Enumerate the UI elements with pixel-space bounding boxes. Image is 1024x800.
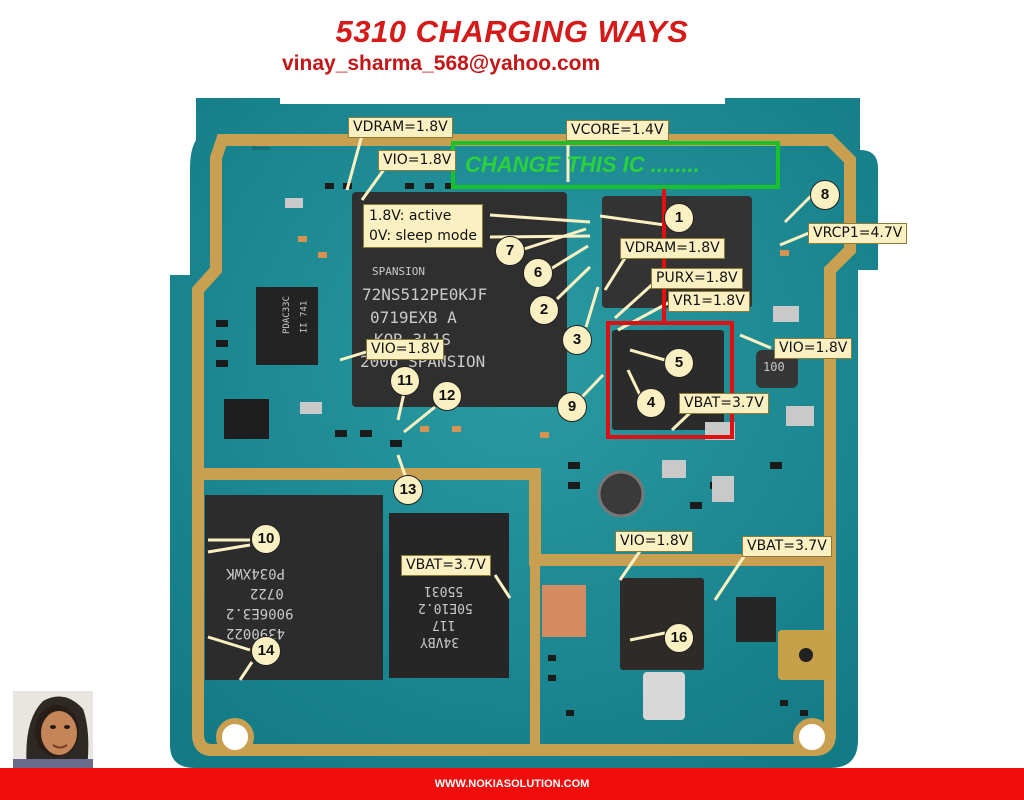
marker-13: 13 [393, 475, 423, 505]
inductor [597, 470, 645, 518]
flash-chip-line: 0719EXB A [370, 308, 457, 327]
small-chip-left [256, 287, 318, 365]
pmu-chip-text: 117 [432, 617, 456, 632]
label-active-sleep: 1.8V: active 0V: sleep mode [363, 204, 483, 248]
marker-10: 10 [251, 524, 281, 554]
connector [643, 672, 685, 720]
label-vio-left: VIO=1.8V [366, 339, 445, 360]
label-vio-bottom: VIO=1.8V [615, 531, 694, 552]
memory-chip-text: 0722 [250, 585, 284, 601]
label-vr1: VR1=1.8V [668, 291, 750, 312]
pmu-chip-text: 34VBY [420, 634, 460, 649]
marker-4: 4 [636, 388, 666, 418]
memory-chip-text: 9006E3.2 [226, 605, 294, 621]
label-vbat-right: VBAT=3.7V [679, 393, 769, 414]
small-chip-left-2 [224, 399, 269, 439]
flash-chip-line: 72NS512PE0KJF [362, 285, 488, 304]
marker-14: 14 [251, 636, 281, 666]
marker-2: 2 [529, 295, 559, 325]
pmu-chip-text: 55031 [424, 583, 464, 598]
mount-hole [216, 718, 254, 756]
marker-6: 6 [523, 258, 553, 288]
footer-bar: WWW.NOKIASOLUTION.COM [0, 768, 1024, 800]
label-vdram-mid: VDRAM=1.8V [620, 238, 725, 259]
label-vbat-bottom: VBAT=3.7V [742, 536, 832, 557]
inductor-right [756, 350, 798, 388]
marker-12: 12 [432, 381, 462, 411]
memory-chip [205, 495, 383, 680]
marker-3: 3 [562, 325, 592, 355]
change-ic-text: CHANGE THIS IC ........ [465, 152, 700, 177]
label-vdram-top: VDRAM=1.8V [348, 117, 453, 138]
marker-11: 11 [390, 366, 420, 396]
small-chip-br [736, 597, 776, 642]
footer-website: WWW.NOKIASOLUTION.COM [434, 778, 590, 790]
label-vio-right: VIO=1.8V [774, 338, 853, 359]
flash-chip-brand: SPANSION [372, 265, 425, 278]
memory-chip-text: P034XWK [226, 565, 286, 581]
charging-ic-highlight [606, 321, 734, 439]
pmu-chip [389, 513, 509, 678]
coil-text: 100 [763, 360, 785, 374]
label-active: 1.8V: active [369, 208, 452, 224]
author-email: vinay_sharma_568@yahoo.com [282, 52, 601, 75]
label-purx: PURX=1.8V [651, 268, 743, 289]
label-vcore: VCORE=1.4V [566, 120, 669, 141]
marker-1: 1 [664, 203, 694, 233]
marker-7: 7 [495, 236, 525, 266]
small-chip-text: II 741 [299, 300, 310, 334]
author-photo [13, 691, 93, 769]
change-ic-highlight: CHANGE THIS IC ........ [451, 141, 780, 189]
pmu-chip-text: 50E10.2 [418, 600, 473, 615]
label-vbat-left: VBAT=3.7V [401, 555, 491, 576]
rf-chip [620, 578, 704, 670]
label-vrcp1: VRCP1=4.7V [808, 223, 908, 244]
label-sleep: 0V: sleep mode [369, 228, 477, 244]
marker-16: 16 [664, 623, 694, 653]
test-pad [542, 585, 586, 637]
small-chip-text: PDAC33C [281, 296, 292, 334]
label-vio-top: VIO=1.8V [378, 150, 457, 171]
marker-9: 9 [557, 392, 587, 422]
mount-hole [793, 718, 831, 756]
marker-8: 8 [810, 180, 840, 210]
page-title: 5310 CHARGING WAYS [335, 14, 689, 49]
marker-5: 5 [664, 348, 694, 378]
